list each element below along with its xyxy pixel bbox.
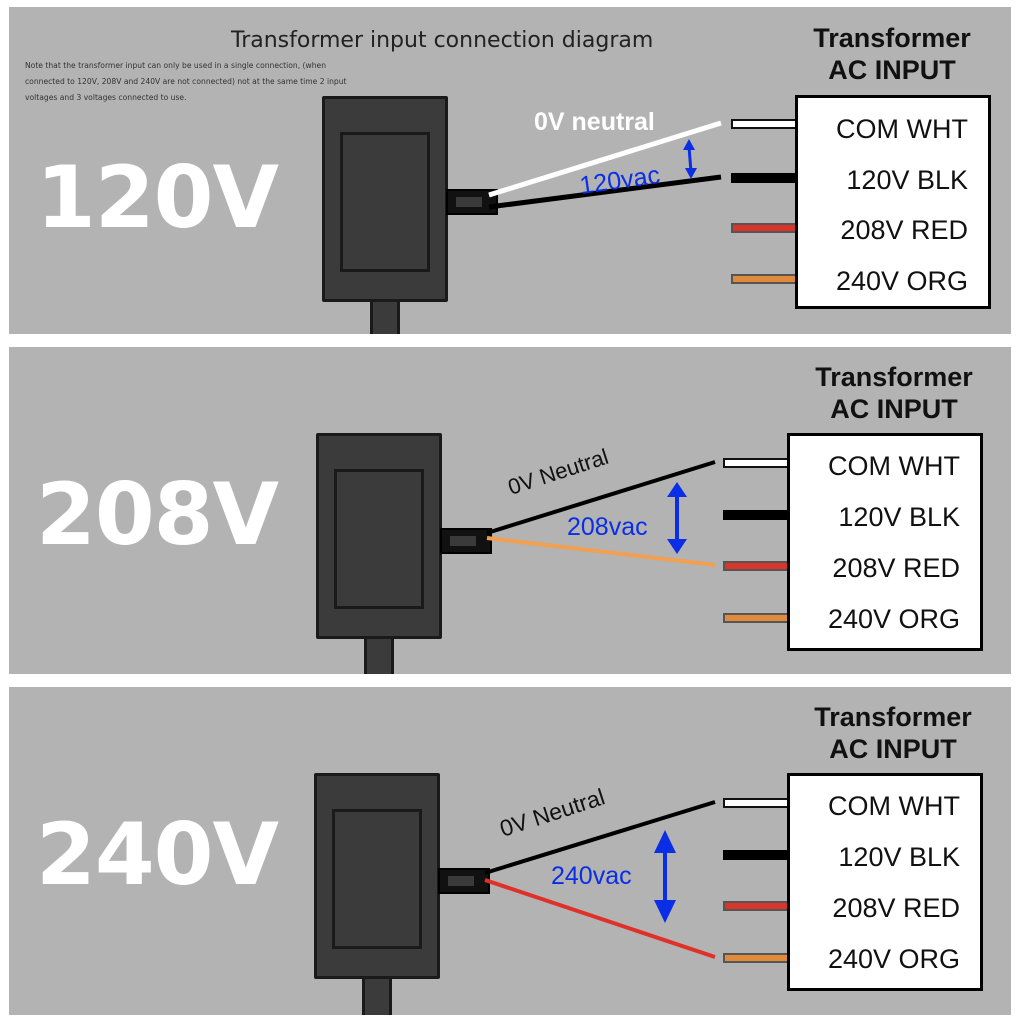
terminal-240v-org: 240V ORG [827,604,960,634]
device-connector [438,868,490,894]
hot-wire [488,174,722,210]
terminal-240v-org: 240V ORG [835,266,968,296]
terminal-com-wht: COM WHT [828,451,960,481]
panel-240v: 240V Transformer AC INPUT COM WHT 120V B… [9,687,1011,1015]
neutral-label: 0V Neutral [497,783,608,841]
voltage-value-label: 120vac [578,161,662,200]
transformer-title: Transformer AC INPUT [813,23,971,85]
voltage-label: 120V [36,148,279,248]
wiring: 0V Neutral 208vac [486,444,716,567]
transformer-terminal-box: COM WHT 120V BLK 208V RED 240V ORG [795,95,991,309]
voltage-arrow [683,139,697,179]
transformer-title: Transformer AC INPUT [815,362,973,424]
voltage-label: 240V [36,805,279,905]
device-face [340,132,430,272]
voltage-arrow [667,482,687,554]
usage-note: Note that the transformer input can only… [25,61,347,102]
transformer-title: Transformer AC INPUT [814,702,972,764]
terminal-208v-red: 208V RED [832,553,960,583]
terminal-com-wht: COM WHT [828,791,960,821]
panel-120v: Transformer input connection diagram Not… [9,7,1011,334]
neutral-wire [488,120,722,198]
terminal-120v-blk: 120V BLK [838,502,960,532]
hot-wire [484,878,716,959]
wiring: 0V Neutral 240vac [484,783,716,959]
device-cord [370,302,400,334]
wiring: 0V neutral 120vac [488,108,722,210]
voltage-value-label: 208vac [567,513,648,541]
terminal-208v-red: 208V RED [832,893,960,923]
transformer-terminal-box: COM WHT 120V BLK 208V RED 240V ORG [787,773,983,991]
panel-208v: 208V Transformer AC INPUT COM WHT 120V B… [9,347,1011,674]
device-cord [362,979,392,1015]
neutral-wire [486,460,716,535]
terminal-240v-org: 240V ORG [827,944,960,974]
device-face [332,809,422,949]
device-body [322,96,448,302]
lead-120v-blk [723,510,807,520]
terminal-208v-red: 208V RED [840,215,968,245]
terminal-120v-blk: 120V BLK [846,165,968,195]
terminal-com-wht: COM WHT [836,114,968,144]
terminal-120v-blk: 120V BLK [838,842,960,872]
neutral-wire [484,800,716,875]
voltage-value-label: 240vac [551,862,632,890]
lead-120v-blk [731,173,797,183]
neutral-label: 0V neutral [534,108,655,136]
device-body [316,433,442,639]
device-face [334,469,424,609]
device-connector [440,528,492,554]
transformer-terminal-box: COM WHT 120V BLK 208V RED 240V ORG [787,433,983,651]
voltage-label: 208V [36,465,279,565]
hot-wire [486,536,716,567]
device-cord [364,639,394,674]
neutral-label: 0V Neutral [505,444,612,500]
lead-120v-blk [723,850,807,860]
diagram-title: Transformer input connection diagram [231,28,654,53]
voltage-arrow [654,830,676,923]
